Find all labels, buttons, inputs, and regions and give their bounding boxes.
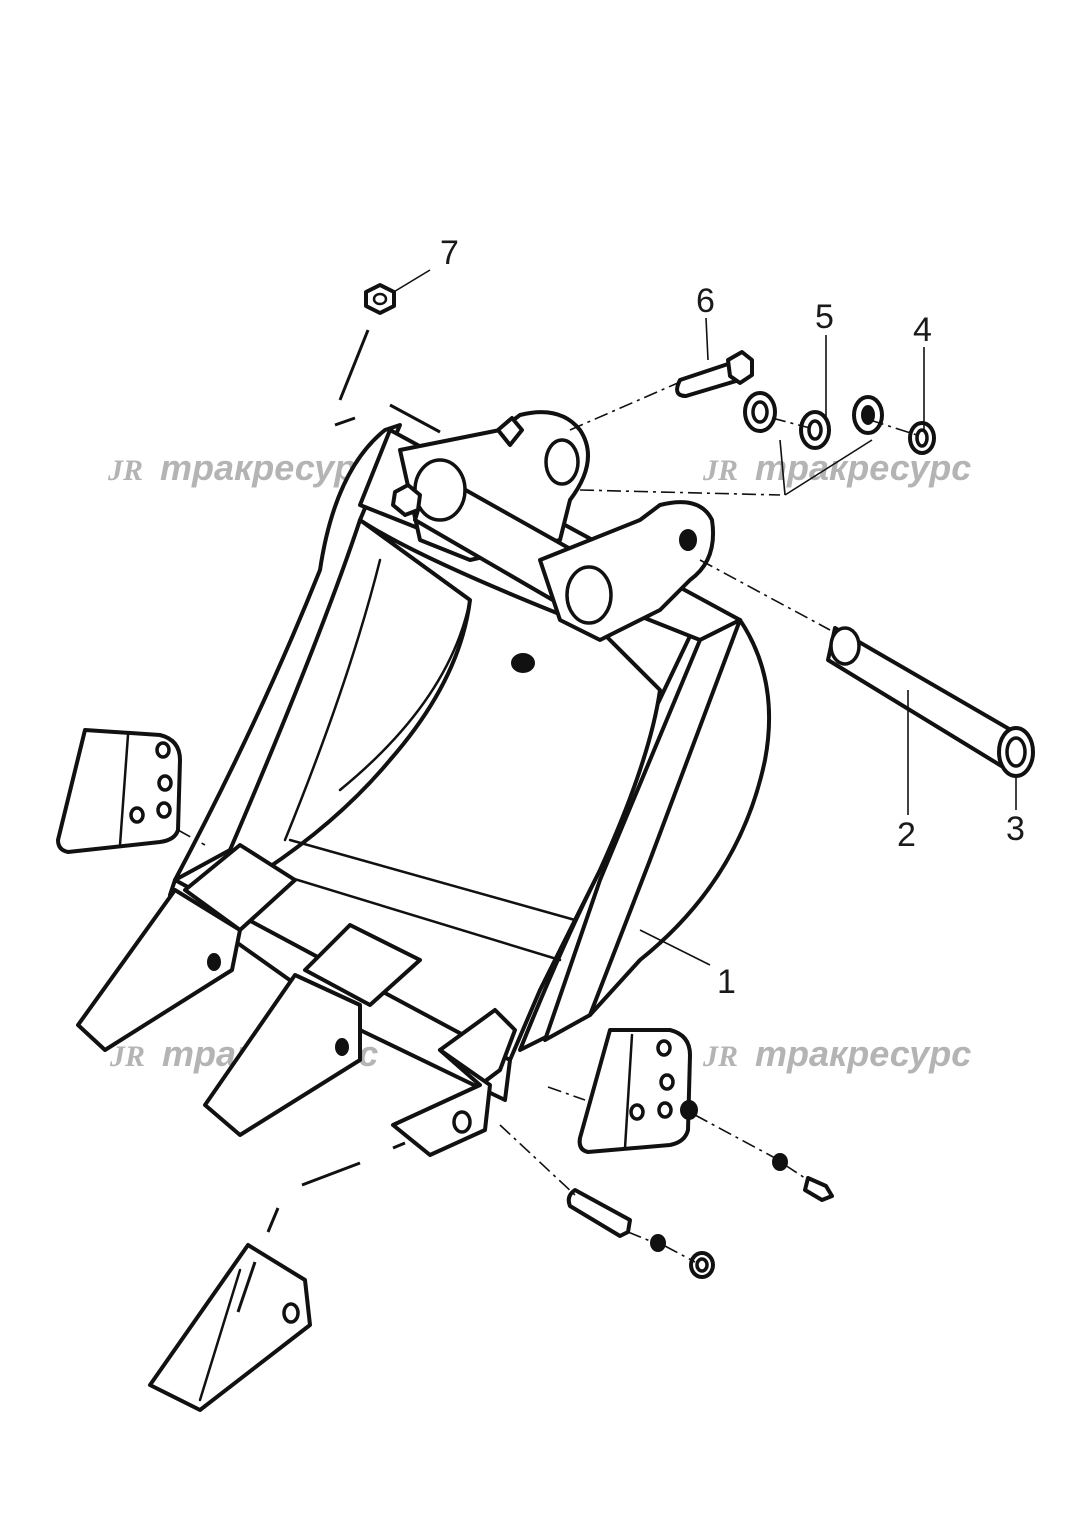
rear-bracket-hole xyxy=(544,438,580,486)
nut-part-7 xyxy=(364,283,396,315)
bucket-floor-line xyxy=(288,838,577,922)
bucket-teeth xyxy=(76,843,517,1157)
front-bracket-small-hole xyxy=(679,529,697,551)
bracket-nut xyxy=(391,483,422,517)
watermark-logo: JR xyxy=(107,454,143,487)
watermark-top-left: JR тракресурс xyxy=(107,447,376,488)
tooth-pin-hole xyxy=(452,1110,472,1134)
bolt-part-6 xyxy=(675,350,754,398)
cross-tube-end xyxy=(413,458,467,522)
front-bracket-hole xyxy=(565,565,613,625)
side-cutter-right xyxy=(577,1028,692,1154)
callout-1: 1 xyxy=(717,963,736,1001)
callout-3: 3 xyxy=(1006,810,1025,848)
tooth-tip xyxy=(203,973,362,1137)
leader-lines xyxy=(391,269,1017,966)
watermark-text: тракресурс xyxy=(755,1033,971,1074)
side-cutter-left xyxy=(56,728,182,854)
callout-5: 5 xyxy=(815,298,834,336)
tooth-3 xyxy=(391,1008,517,1157)
hanger-assembly xyxy=(391,410,715,642)
watermark-logo: JR xyxy=(702,1040,738,1073)
grease-fitting xyxy=(496,416,524,447)
watermark-bottom-right: JR тракресурс xyxy=(702,1033,971,1074)
watermark-text: тракресурс xyxy=(160,447,376,488)
callout-2: 2 xyxy=(897,816,916,854)
loose-tooth xyxy=(148,1243,312,1412)
watermark-text: тракресурс xyxy=(755,447,971,488)
side-cutter-hardware xyxy=(680,1100,834,1202)
tooth-pin-hardware xyxy=(566,1188,715,1279)
tooth-pin-hole xyxy=(335,1038,349,1056)
callout-6: 6 xyxy=(696,282,715,320)
tooth-adapter xyxy=(303,923,422,1007)
bucket-inner-edge xyxy=(283,558,382,842)
bucket-top-hole xyxy=(511,653,535,673)
callout-7: 7 xyxy=(440,234,459,272)
washer-pair-5 xyxy=(743,391,831,450)
watermark-logo: JR xyxy=(702,454,738,487)
watermark-top-right: JR тракресурс xyxy=(702,447,971,488)
tooth-2 xyxy=(203,923,422,1137)
bucket-right-edge xyxy=(543,618,742,1042)
bucket-back-shell xyxy=(228,518,662,1062)
callout-4: 4 xyxy=(913,311,932,349)
bucket-inner-edge xyxy=(338,598,472,792)
bucket-floor-line xyxy=(263,868,562,962)
main-pin xyxy=(826,626,1035,778)
tooth-1 xyxy=(76,843,297,1052)
bucket-left-side-plate xyxy=(173,423,402,882)
tooth-tip xyxy=(76,888,242,1052)
assembly-lines xyxy=(177,329,921,1313)
tooth-pin-hole xyxy=(207,953,221,971)
